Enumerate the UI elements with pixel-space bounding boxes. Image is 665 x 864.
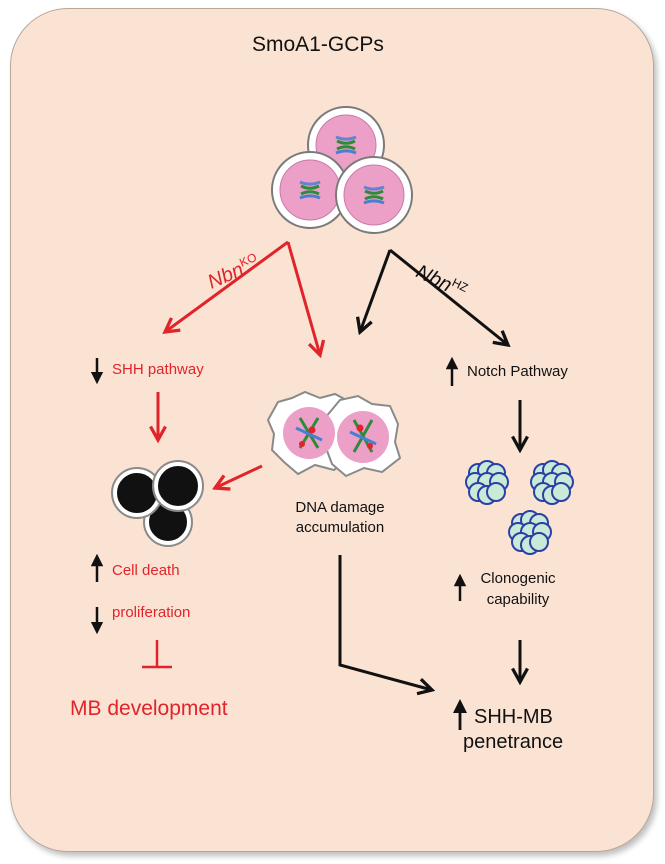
dying-cells	[111, 460, 204, 547]
cell-death-label: Cell death	[112, 562, 180, 579]
hz-arrow-to-notch	[389, 248, 508, 345]
clonogenic-label-2: capability	[486, 591, 550, 608]
dna-to-shhmb-arrow	[338, 555, 432, 690]
damaged-cells	[266, 390, 402, 478]
hz-arrow-to-dna-damage	[360, 249, 392, 332]
ko-arrow-to-dna-damage	[286, 241, 320, 355]
clonal-spheres	[465, 460, 574, 555]
gcp-cell-cluster	[272, 107, 412, 233]
proliferation-label: proliferation	[112, 604, 191, 621]
dna-damage-label-2: accumulation	[295, 519, 385, 536]
inhibition-bar	[142, 640, 172, 669]
notch-pathway-label: Notch Pathway	[467, 363, 568, 380]
dna-to-cell-death-arrow	[215, 464, 263, 488]
shh-mb-label-2: penetrance	[463, 731, 564, 753]
shh-mb-label-1: SHH-MB	[474, 706, 553, 728]
shh-pathway-label: SHH pathway	[112, 361, 204, 378]
clonogenic-label-1: Clonogenic	[480, 570, 556, 587]
gcp-cell-right	[336, 157, 412, 233]
diagram-title: SmoA1-GCPs	[252, 33, 384, 56]
mb-development-label: MB development	[70, 697, 228, 720]
ko-arrow-to-shh	[165, 240, 289, 332]
dna-damage-label-1: DNA damage	[295, 499, 385, 516]
